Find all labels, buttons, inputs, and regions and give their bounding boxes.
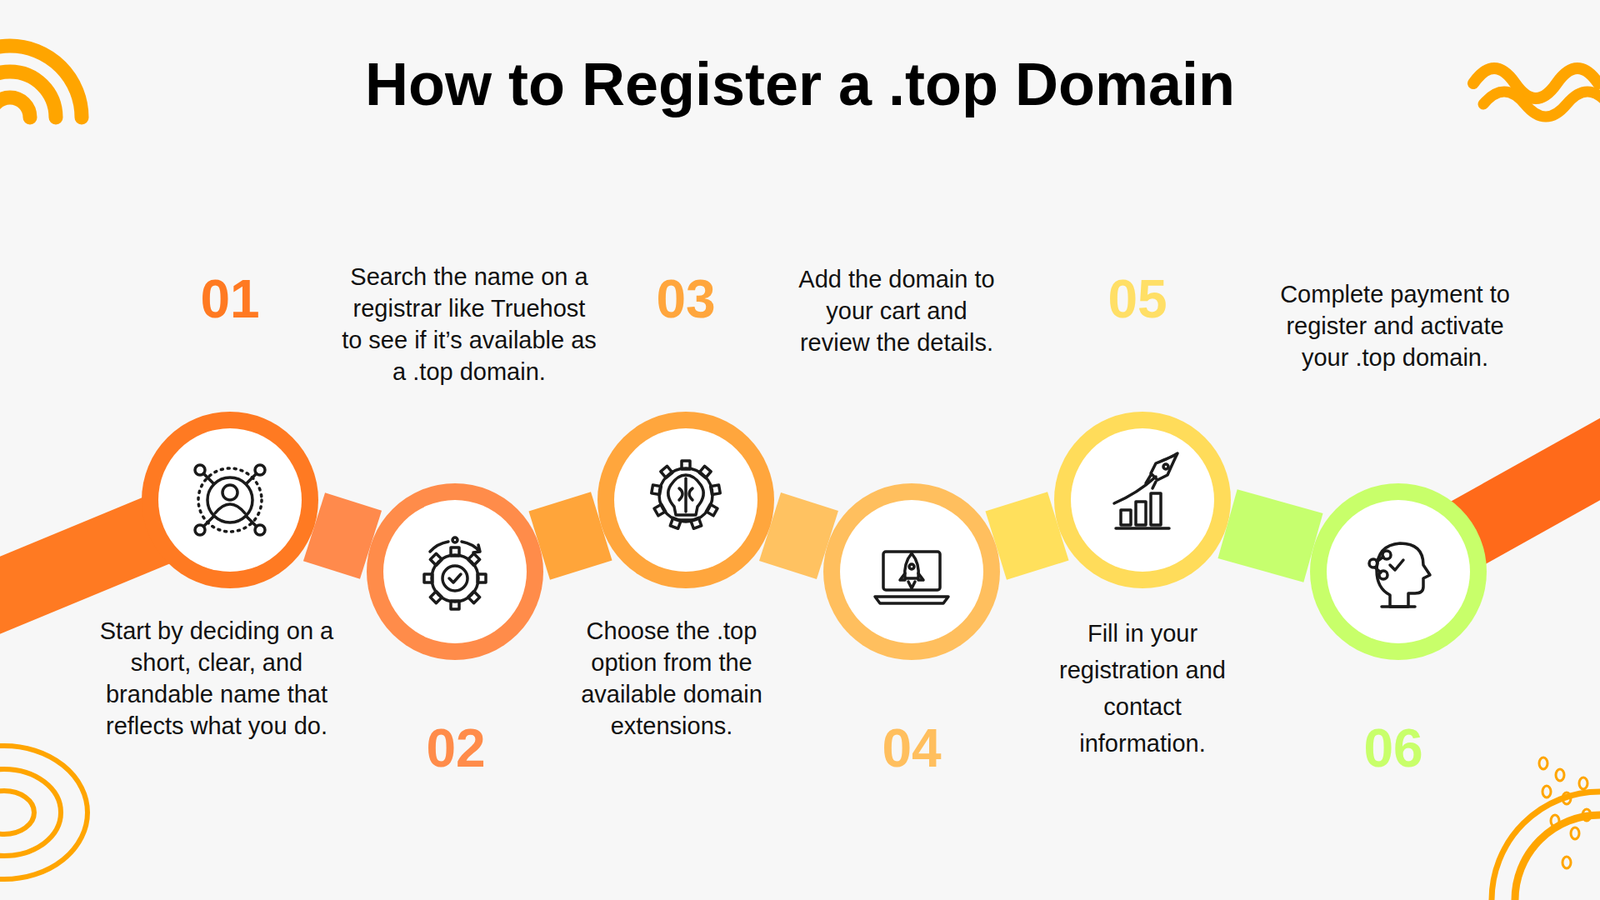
step-number: 05 — [1107, 272, 1167, 326]
step-circle: 02Search the name on a registrar like Tr… — [366, 483, 544, 660]
step-icon — [875, 551, 949, 604]
step-number: 03 — [655, 272, 715, 326]
step-description: Search the name on a registrar like True… — [340, 260, 599, 388]
band-connector — [539, 525, 602, 545]
step-circle: 05Fill in your registration and contact … — [1054, 411, 1231, 589]
step-icon — [424, 537, 486, 610]
step-circle: 03Choose the .top option from the availa… — [597, 411, 775, 589]
step-description: Start by deciding on a short, clear, and… — [87, 615, 346, 742]
step-circle: 04Add the domain to your cart and review… — [823, 483, 1000, 660]
step-ring — [823, 483, 1000, 660]
band-connector — [1227, 524, 1314, 549]
step-circle: 01Start by deciding on a short, clear, a… — [141, 411, 319, 589]
step-circle: 06Complete payment to register and activ… — [1310, 483, 1487, 660]
band-connector — [995, 525, 1059, 545]
step-icon — [195, 465, 265, 535]
step-ring — [1054, 411, 1231, 589]
step-description: Add the domain to your cart and review t… — [792, 263, 1001, 359]
band-connector — [770, 526, 828, 545]
diagram-title: How to Register a .top Domain — [0, 51, 1600, 118]
step-ring — [597, 411, 775, 589]
step-description: Complete payment to register and activat… — [1274, 278, 1516, 374]
step-icon — [1369, 543, 1430, 607]
step-icon — [651, 460, 720, 529]
step-number: 06 — [1363, 721, 1423, 775]
step-number: 01 — [200, 272, 260, 326]
step-ring — [1310, 483, 1487, 660]
step-ring — [141, 411, 319, 589]
step-description: Fill in your registration and contact in… — [1038, 615, 1247, 762]
band-connector — [314, 526, 371, 545]
step-ring — [366, 483, 544, 660]
step-description: Choose the .top option from the availabl… — [559, 615, 785, 742]
step-number: 02 — [425, 721, 485, 775]
step-icon — [1114, 453, 1178, 529]
step-number: 04 — [881, 721, 941, 775]
